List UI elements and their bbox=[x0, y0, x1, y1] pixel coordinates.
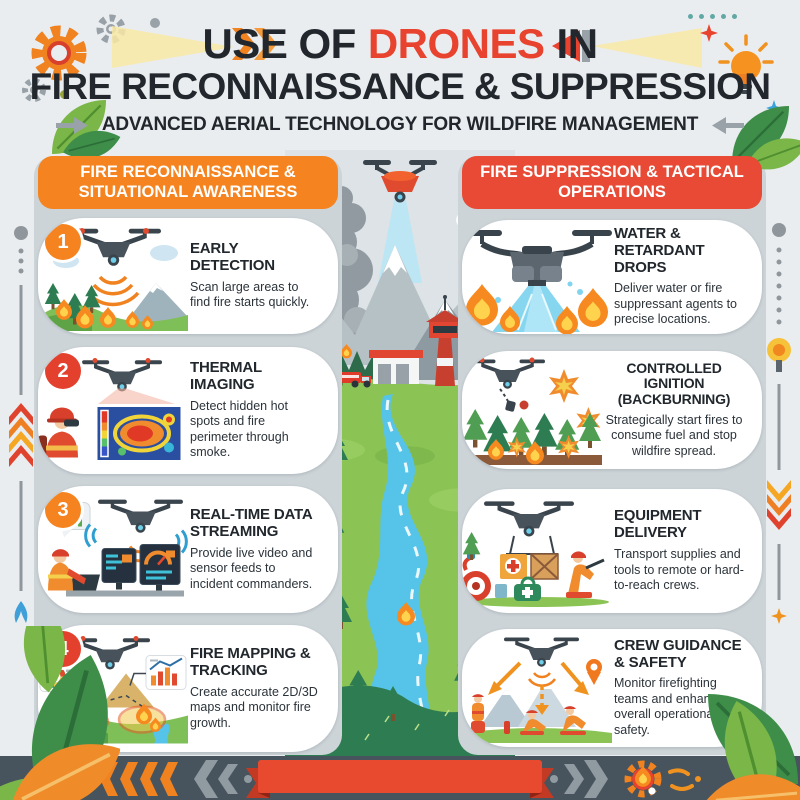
arrow-left-icon bbox=[712, 116, 745, 134]
poster-subtitle: ADVANCED AERIAL TECHNOLOGY FOR WILDFIRE … bbox=[101, 114, 699, 135]
card-description: Provide live video and sensor feeds to i… bbox=[190, 545, 313, 591]
card-title: CREW GUIDANCE & SAFETY bbox=[614, 636, 742, 671]
card-water-retardant-drops: WATER & RETARDANT DROPS Deliver water or… bbox=[462, 220, 762, 334]
gear-flame-icon bbox=[624, 760, 701, 798]
card-early-detection: 1 EARLY DETECTION Scan large areas to fi… bbox=[38, 218, 338, 334]
step-number-badge: 3 bbox=[45, 492, 81, 528]
backburning-illustration bbox=[462, 357, 602, 465]
leaf-decoration bbox=[695, 692, 800, 800]
card-thermal-imaging: 2 bbox=[38, 347, 338, 474]
fire-extinguisher bbox=[504, 721, 510, 734]
bar-chart-panel bbox=[129, 655, 187, 690]
water-drop-illustration bbox=[462, 220, 612, 334]
guidance-arrows bbox=[488, 661, 589, 715]
thermal-image bbox=[94, 404, 184, 463]
lightbulb-icon bbox=[718, 34, 774, 94]
early-detection-illustration bbox=[38, 218, 188, 334]
location-pin-icon bbox=[586, 659, 602, 685]
firefighter-figure bbox=[471, 694, 485, 733]
card-description: Scan large areas to find fire starts qui… bbox=[190, 279, 310, 310]
hose-coil bbox=[462, 553, 491, 601]
controlled-ignition-illustration bbox=[462, 351, 602, 469]
card-title: EQUIPMENT DELIVERY bbox=[614, 507, 702, 542]
gear-icon bbox=[31, 25, 87, 81]
monitors bbox=[101, 544, 181, 591]
sparkle-icon bbox=[700, 24, 718, 42]
delivery-drone-illustration bbox=[462, 489, 609, 607]
drone-scanning-illustration bbox=[38, 218, 188, 331]
drone-icon bbox=[462, 230, 612, 286]
card-equipment-delivery: EQUIPMENT DELIVERY Transport supplies an… bbox=[462, 489, 762, 613]
operator-figure bbox=[48, 549, 86, 591]
card-title: THERMAL IMAGING bbox=[190, 359, 262, 393]
lookout-tower bbox=[426, 295, 464, 386]
title-post: IN bbox=[556, 20, 599, 67]
card-controlled-ignition: CONTROLLED IGNITION (BACKBURNING) Strate… bbox=[462, 351, 762, 469]
desk bbox=[66, 590, 184, 597]
ribbon-banner bbox=[246, 760, 554, 798]
light-beam bbox=[112, 26, 234, 68]
crew-guidance-illustration bbox=[462, 629, 612, 747]
step-number-badge: 1 bbox=[45, 224, 81, 260]
card-crew-guidance: CREW GUIDANCE & SAFETY Monitor firefight… bbox=[462, 629, 762, 747]
card-title: EARLY DETECTION bbox=[190, 240, 275, 274]
arrow-decoration bbox=[194, 760, 252, 798]
crate-box bbox=[530, 553, 559, 580]
chevron-right-icon bbox=[232, 28, 277, 60]
thermal-imaging-illustration bbox=[38, 347, 188, 474]
first-aid-kit bbox=[514, 576, 541, 601]
chevron-left-icon bbox=[100, 762, 178, 796]
card-description: Deliver water or fire suppressant agents… bbox=[614, 281, 737, 327]
card-description: Monitor firefighting teams and enhance o… bbox=[614, 676, 724, 737]
card-realtime-data-streaming: 3 bbox=[38, 486, 338, 613]
leaf-decoration bbox=[0, 626, 120, 800]
title-accent: DRONES bbox=[367, 20, 545, 67]
dots-decoration bbox=[688, 14, 737, 19]
firefighter-figure bbox=[38, 407, 79, 458]
card-title: CONTROLLED IGNITION (BACKBURNING) bbox=[617, 359, 731, 408]
arrow-decoration bbox=[550, 760, 608, 798]
card-description: Transport supplies and tools to remote o… bbox=[614, 547, 744, 593]
card-title: REAL-TIME DATA STREAMING bbox=[190, 505, 312, 540]
fire-station bbox=[369, 350, 423, 384]
data-streaming-illustration bbox=[38, 486, 188, 613]
title-pre: USE OF bbox=[202, 20, 356, 67]
step-number-badge: 2 bbox=[45, 353, 81, 389]
equipment-delivery-illustration bbox=[462, 489, 612, 613]
left-column-header: FIRE RECONNAISSANCE & SITUATIONAL AWAREN… bbox=[38, 156, 338, 209]
dot-decoration bbox=[150, 18, 160, 28]
crew-monitoring-illustration bbox=[462, 635, 612, 743]
drone-icon bbox=[363, 160, 437, 203]
card-description: Create accurate 2D/3D maps and monitor f… bbox=[190, 684, 318, 730]
arrow-left-icon bbox=[552, 28, 702, 68]
water-drop-drone-illustration bbox=[462, 230, 612, 334]
firefighter-figure bbox=[560, 706, 586, 735]
card-description: Detect hidden hot spots and fire perimet… bbox=[190, 398, 289, 460]
river bbox=[366, 394, 433, 760]
subtitle-row: ADVANCED AERIAL TECHNOLOGY FOR WILDFIRE … bbox=[0, 114, 800, 136]
medical-box bbox=[500, 554, 527, 579]
card-title: FIRE MAPPING & TRACKING bbox=[190, 644, 311, 679]
card-description: Strategically start fires to consume fue… bbox=[605, 412, 743, 458]
kneeling-firefighter bbox=[566, 551, 605, 598]
gear-icon bbox=[22, 78, 46, 102]
card-title: WATER & RETARDANT DROPS bbox=[614, 225, 705, 276]
poster-title-line2: FIRE RECONNAISSANCE & SUPPRESSION bbox=[29, 66, 771, 107]
bucket bbox=[495, 584, 507, 598]
right-column-header: FIRE SUPPRESSION & TACTICAL OPERATIONS bbox=[462, 156, 762, 209]
right-rail-decoration bbox=[767, 223, 791, 624]
thermal-drone-illustration bbox=[38, 358, 184, 463]
command-center-illustration bbox=[48, 486, 188, 597]
arrow-right-icon bbox=[55, 116, 88, 134]
dot-decoration bbox=[60, 90, 69, 99]
left-rail-decoration bbox=[9, 226, 33, 623]
firefighter-figure bbox=[520, 710, 546, 735]
